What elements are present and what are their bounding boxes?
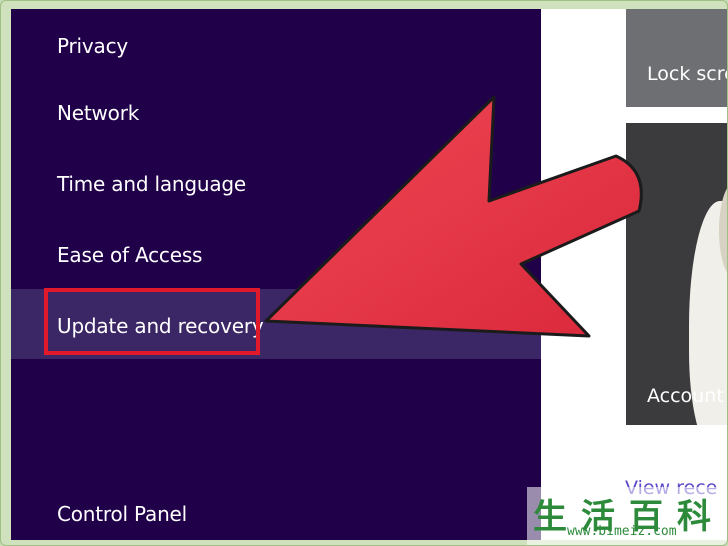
- sidebar-item-label: Update and recovery: [57, 313, 264, 338]
- watermark: 生活百科 www.bimeiz.com: [527, 487, 727, 545]
- sidebar-item-label: Ease of Access: [57, 242, 203, 267]
- sidebar-item-label: Privacy: [57, 33, 129, 58]
- account-tile[interactable]: Account: [626, 123, 727, 425]
- sidebar-item-network[interactable]: Network: [11, 76, 541, 146]
- sidebar-item-privacy[interactable]: Privacy: [11, 9, 541, 79]
- sidebar-item-label: Time and language: [57, 171, 247, 196]
- sidebar-item-ease-of-access[interactable]: Ease of Access: [11, 218, 541, 288]
- sidebar-item-label: Network: [57, 100, 140, 125]
- lock-screen-tile[interactable]: Lock scre: [626, 9, 728, 107]
- settings-window: Privacy Network Time and language Ease o…: [11, 9, 728, 540]
- settings-sidebar: Privacy Network Time and language Ease o…: [11, 9, 541, 540]
- lock-screen-label: Lock scre: [647, 63, 728, 85]
- watermark-chars: 生活百科: [533, 497, 725, 537]
- highlight-box: [44, 288, 260, 355]
- settings-content: Lock scre Account View rece: [541, 9, 728, 540]
- watermark-url: www.bimeiz.com: [567, 524, 677, 539]
- control-panel-label: Control Panel: [57, 501, 188, 526]
- account-label: Account: [647, 385, 724, 407]
- sidebar-item-time-and-language[interactable]: Time and language: [11, 147, 541, 217]
- control-panel-link[interactable]: Control Panel: [11, 477, 541, 540]
- account-photo-head: [719, 183, 727, 278]
